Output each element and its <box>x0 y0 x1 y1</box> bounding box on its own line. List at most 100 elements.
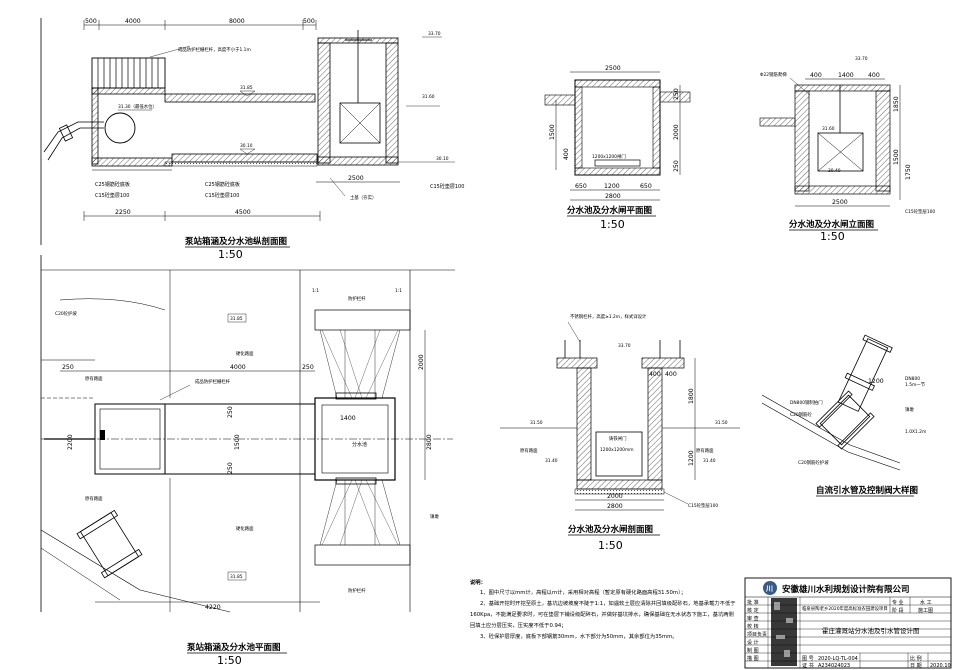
ts-dim-bottom-1: 2000 <box>607 493 623 500</box>
ls-label-soil: 土基（夯实） <box>350 194 376 201</box>
tp-dim-right-2: 2000 <box>673 124 680 140</box>
ts-label-bedding: C15砼垫层100 <box>688 502 718 509</box>
ls-label-bedding-1: C15砼垫层100 <box>95 192 129 199</box>
pv-label-pier: 镇墩 <box>430 513 439 520</box>
ts-dim-right-1: 1800 <box>688 388 695 404</box>
pv-dim-250-b: 250 <box>227 462 234 474</box>
ls-railing-note: 成品防护栏栅栏杆，高度不小于1.1m <box>178 46 251 53</box>
tb-company: 安徽雄川水利规划设计院有限公司 <box>782 584 910 595</box>
pv-scale: 1:50 <box>217 654 242 667</box>
te-label-ladder: Φ22钢筋爬梯 <box>760 71 787 78</box>
ls-dim-bottom-2500: 2500 <box>348 175 364 182</box>
ts-label-road-1: 原有路面 <box>520 447 538 454</box>
tank-elevation: Φ22钢筋爬梯 33.70 400 1400 400 31.60 30.40 1… <box>759 56 935 243</box>
te-dim-right-3: 1750 <box>905 164 912 180</box>
ls-dim-top-2: 4000 <box>125 18 141 25</box>
pv-tank-label: 分水池 <box>352 441 367 448</box>
te-dim-top-2: 1400 <box>838 72 854 79</box>
pv-dim-bottom: 4220 <box>205 604 221 611</box>
ts-dim-right-2: 1200 <box>688 450 695 466</box>
notes-heading: 说明： <box>470 578 486 586</box>
ls-label-slab-1: C25钢筋砼底板 <box>95 181 130 188</box>
pd-label-segment: 1.5m一节 <box>905 382 926 388</box>
tp-dim-left-1: 1500 <box>549 124 556 140</box>
pv-label-rail-1: 防护栏杆 <box>348 295 366 302</box>
te-scale: 1:50 <box>820 230 845 243</box>
tb-row-3: 审 查 <box>747 615 759 622</box>
pd-label-flap: DN800钢制拍门 <box>790 399 823 406</box>
ls-elev-top: 33.70 <box>428 31 441 37</box>
te-dim-right-2: 1500 <box>893 149 900 165</box>
pd-label-concrete: C20钢筋砼 <box>790 411 812 418</box>
pd-label-size: 1.0X1.2m <box>905 429 926 435</box>
pv-road-2: 硬化路面 <box>236 525 254 532</box>
notes-line-5: 3、砼保护层厚度，底板下部钢筋30mm，水下部分为50mm，其余部位为35mm。 <box>480 632 678 640</box>
notes-line-3: 160Kpa，不能满足要求时，可在垫层下铺设级配碎石，并做好基坑排水，确保基础在… <box>470 610 734 618</box>
te-label-bedding: C15砼垫层100 <box>905 208 935 215</box>
tb-cert-no: A234024023 <box>818 663 850 669</box>
pv-dim-1500: 1500 <box>234 434 241 450</box>
pv-dim-250-a: 250 <box>227 406 234 418</box>
plan-view: C20砼护坡 成品防护栏栅栏杆 分水池 31.85 <box>40 255 455 667</box>
tb-row-6: 设 计 <box>747 639 759 646</box>
ts-gate-size: 1200x1200mm <box>600 447 634 453</box>
pv-label-rail-2: 防护栏杆 <box>348 587 366 594</box>
pv-road-1: 硬化路面 <box>236 350 254 357</box>
ts-scale: 1:50 <box>598 539 623 552</box>
tp-title: 分水池及分水闸平面图 <box>567 205 652 216</box>
te-dim-top-1: 400 <box>810 72 822 79</box>
pv-label-railing: 成品防护栏栅栏杆 <box>195 378 231 385</box>
tp-gate-label: 1200x1200闸门 <box>592 153 626 160</box>
pv-dim-2200: 2200 <box>67 434 74 450</box>
ls-dim-bottom-2250: 2250 <box>115 209 131 216</box>
tank-section: 不锈钢栏杆，高度≥1.2m，样式详设计 33.70 铸铁闸门 1200x1200… <box>500 313 740 552</box>
ls-dim-top-1: 500 <box>85 18 97 25</box>
title-block: 川 安徽雄川水利规划设计院有限公司 批 准 核 定 审 查 校 核 项目负责 设… <box>744 577 952 669</box>
ts-dim-top-2: 400 <box>665 371 677 378</box>
ls-label-bedding-3: C15砼垫层100 <box>430 183 464 190</box>
ls-scale: 1:50 <box>218 248 243 261</box>
te-title: 分水池及分水闸立面图 <box>789 219 874 230</box>
tb-row-2: 核 定 <box>747 607 759 614</box>
tb-stage: 施工图 <box>918 607 933 614</box>
ls-dim-top-3: 8000 <box>229 18 245 25</box>
tb-row-1: 批 准 <box>747 599 759 606</box>
ls-elev-culvert-bottom: 30.10 <box>240 143 253 149</box>
ls-title: 泵站箱涵及分水池纵剖面图 <box>185 236 287 247</box>
ts-label-railing: 不锈钢栏杆，高度≥1.2m，样式详设计 <box>570 313 647 320</box>
tp-scale: 1:50 <box>600 218 625 231</box>
ls-dim-top-4: 500 <box>303 18 315 25</box>
signature-stamps <box>771 598 797 666</box>
pd-title: 自流引水管及控制阀大样图 <box>816 485 918 496</box>
tp-dim-bottom-2: 1200 <box>604 183 620 190</box>
ls-elev-min-water: 31.30（最低水位） <box>118 103 157 110</box>
ts-label-road-2: 原有路面 <box>696 447 714 454</box>
ls-label-slab-2: C25钢筋砼底板 <box>205 181 240 188</box>
tb-date-label: 日 期 <box>910 663 922 669</box>
tp-dim-right-3: 250 <box>673 160 680 172</box>
pd-label-pier: 镇墩 <box>905 406 914 413</box>
pv-slope-2: 1:1 <box>395 288 402 294</box>
ts-dim-bottom-2: 2800 <box>607 503 623 510</box>
tb-stage-label: 阶 段 <box>892 607 904 614</box>
tank-plan: 2500 1200x1200闸门 1500 400 250 2000 250 6… <box>544 65 691 231</box>
pv-dim-top-1: 250 <box>62 364 74 371</box>
pv-road-3: 原有路面 <box>85 375 103 382</box>
tb-scale-label: 比 例 <box>910 655 922 662</box>
notes: 说明： 1、图中尺寸以mm计，高程以m计，采用相对高程（暂定原有硬化路面高程31… <box>470 578 736 640</box>
tp-dim-bottom-1: 650 <box>575 183 587 190</box>
tp-dim-bottom-total: 2800 <box>605 193 621 200</box>
tb-drawing-no: 2020-LQ-TL-004 <box>818 656 858 662</box>
ts-elev-right-bed: 31.40 <box>703 458 716 464</box>
tp-dim-left-2: 400 <box>563 148 570 160</box>
company-logo-icon <box>763 581 777 595</box>
ts-elev-left-bed: 31.40 <box>545 458 558 464</box>
ls-elev-tank-bottom: 30.10 <box>436 156 449 162</box>
pd-label-dn800: DN800 <box>905 376 920 382</box>
pv-dim-1400: 1400 <box>340 415 356 422</box>
pv-elev-2: 31.85 <box>230 574 243 580</box>
pv-title: 泵站箱涵及分水池平面图 <box>187 642 281 653</box>
pv-dim-top-2: 4000 <box>230 364 246 371</box>
ls-elev-inlet: 31.60 <box>422 94 435 100</box>
